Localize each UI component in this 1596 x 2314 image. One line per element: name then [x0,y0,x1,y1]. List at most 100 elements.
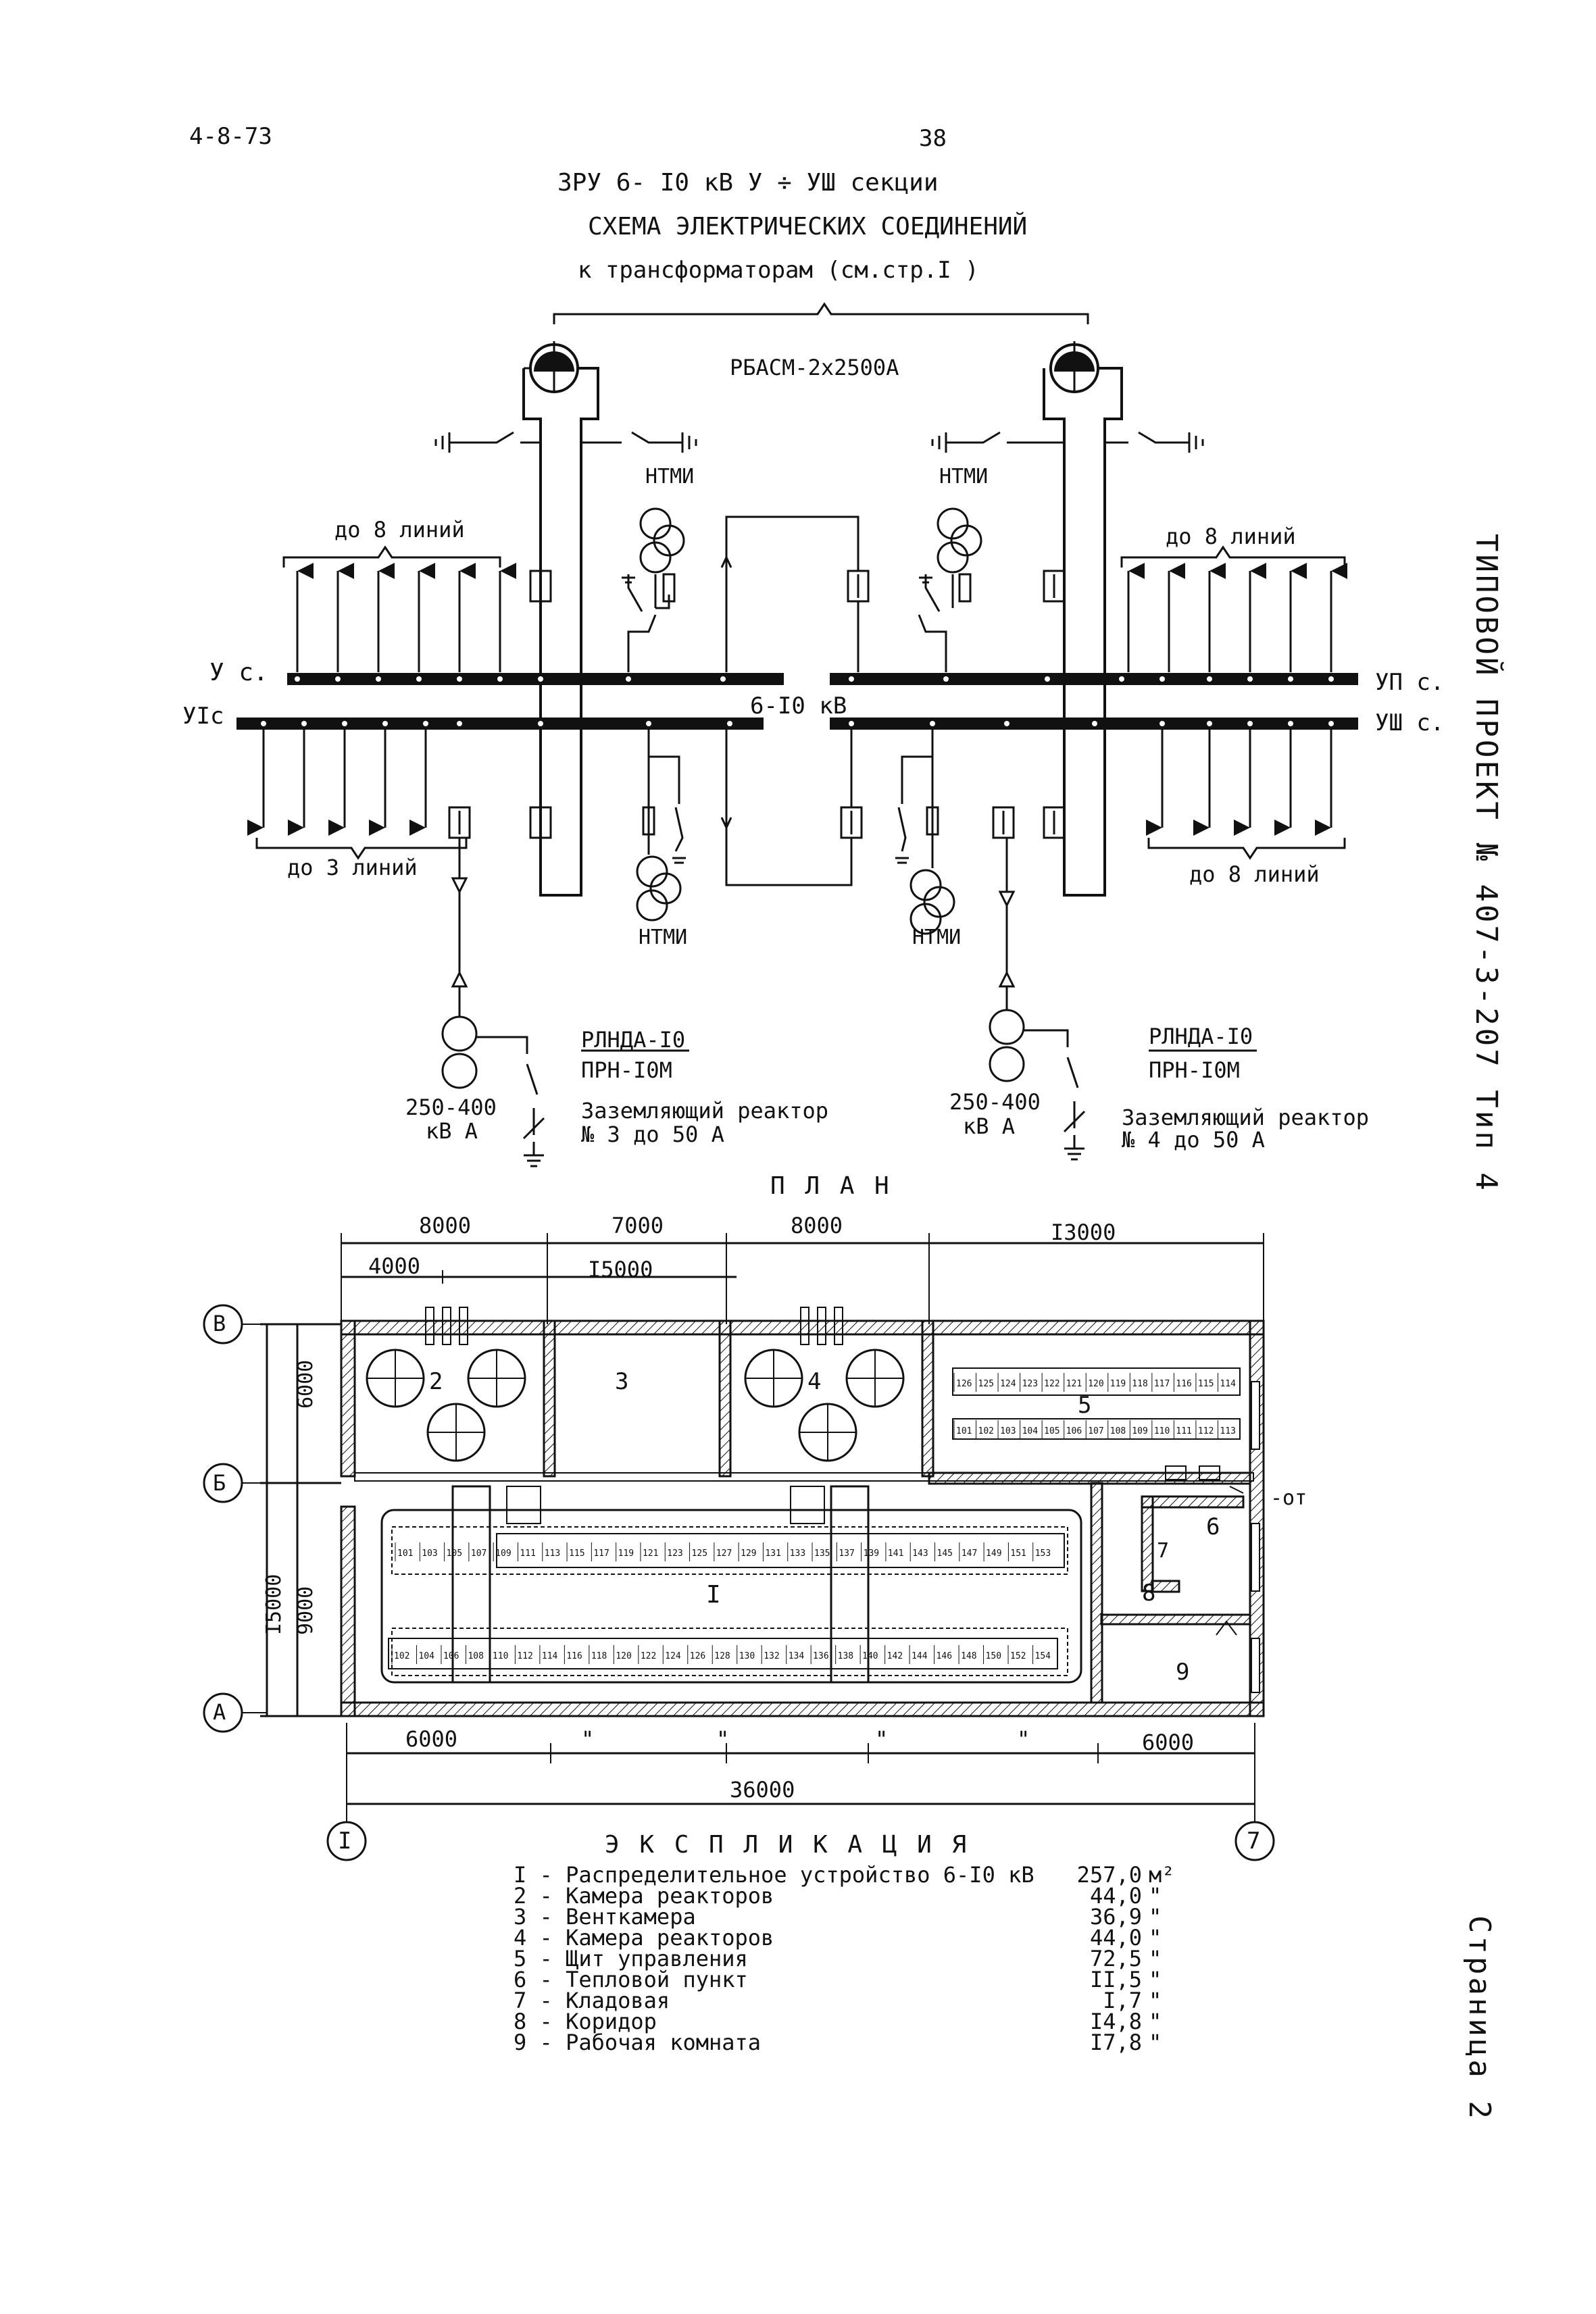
from-label: -от [1270,1486,1307,1510]
explication-item: I - Распределительное устройство 6-I0 кВ… [514,1862,1189,1888]
title-line3: к трансформаторам (см.стр.I ) [578,257,979,284]
cell-137: 137 [839,1549,854,1559]
sidebar-page: Страница 2 [1462,1915,1497,2121]
explication-item-label: 5 - Щит управления [514,1946,748,1971]
panel-cell-102: 102 [978,1426,994,1436]
explication-item-value: 257,0 [1076,1862,1142,1888]
explication-item-value: 36,9 [1089,1904,1142,1930]
cell-147: 147 [962,1549,977,1559]
explication-item-unit: м² [1149,1862,1175,1888]
explication-item-label: 4 - Камера реакторов [514,1925,774,1951]
cell-138: 138 [838,1651,853,1661]
explication-item-unit: " [1149,2030,1162,2055]
panel-cell-103: 103 [1000,1426,1016,1436]
vt-upper-right [918,507,982,672]
cell-102: 102 [394,1651,409,1661]
vt-label-upper-right: НТМИ [939,465,989,488]
explication-item-label: 8 - Коридор [514,2009,657,2034]
explication-item-unit: " [1149,1946,1162,1971]
right-reactor-line2: № 4 до 50 А [1122,1127,1265,1153]
right-device-top: РЛНДА-I0 [1149,1024,1253,1049]
dim-top2-1: 4000 [368,1253,421,1279]
cell-101: 101 [397,1549,413,1559]
explication-item-label: 3 - Венткамера [514,1904,696,1930]
panel-cell-115: 115 [1198,1379,1214,1389]
room-label-4: 4 [807,1368,822,1395]
dim-bottom-2: " [581,1726,595,1752]
dim-left-2: 9000 [294,1586,318,1635]
panel-cell-125: 125 [978,1379,994,1389]
explication-item-unit: " [1149,1967,1162,1992]
plan-title: П Л А Н [770,1172,892,1200]
explication-item-value: 44,0 [1089,1925,1142,1951]
left-device-bottom: ПРН-I0М [581,1057,672,1083]
explication-item-value: I4,8 [1089,2009,1142,2034]
right-reactor-line1: Заземляющий реактор [1122,1105,1370,1130]
feeders-up-left [296,563,516,672]
title-line1: ЗРУ 6- I0 кВ У ÷ УШ секции [557,169,939,197]
room-label-6: 6 [1206,1513,1220,1540]
dim-top-1: 8000 [419,1213,472,1238]
explication-item-label: 6 - Тепловой пункт [514,1967,748,1992]
axis-label-B: В [213,1311,226,1336]
room-label-5: 5 [1078,1392,1092,1419]
panel-cell-120: 120 [1088,1379,1103,1389]
cell-119: 119 [618,1549,634,1559]
panel-cell-123: 123 [1022,1379,1038,1389]
panel-cell-107: 107 [1088,1426,1103,1436]
dim-bottom-1: 6000 [405,1726,458,1752]
left-busduct [522,341,599,897]
cell-112: 112 [517,1651,532,1661]
explication-item-label: 7 - Кладовая [514,1988,670,2013]
cell-129: 129 [741,1549,756,1559]
cell-123: 123 [667,1549,682,1559]
room-label-7: 7 [1157,1539,1170,1563]
vt-label-lower-left: НТМИ [639,926,688,949]
cell-126: 126 [690,1651,705,1661]
section-7-label: УП с. [1375,669,1445,696]
panel-cell-112: 112 [1198,1426,1214,1436]
room-label-1: I [706,1581,721,1609]
lines-label-lower-left: до 3 линий [287,855,418,880]
feeders-down-left [247,730,427,836]
cell-134: 134 [789,1651,805,1661]
cell-116: 116 [566,1651,582,1661]
panel-cell-114: 114 [1220,1379,1236,1389]
axis-label-7: 7 [1247,1828,1261,1855]
cell-118: 118 [591,1651,607,1661]
panel-cell-119: 119 [1110,1379,1126,1389]
cell-110: 110 [493,1651,508,1661]
explication-item-value: I,7 [1103,1988,1142,2013]
cell-111: 111 [520,1549,535,1559]
explication-item-label: 2 - Камера реакторов [514,1883,774,1909]
feeders-down-right [1146,730,1332,836]
grounding-branch-left [441,838,545,1167]
dim-top-3: 8000 [791,1213,843,1238]
breakers [448,570,1066,839]
panel-cell-109: 109 [1132,1426,1147,1436]
cell-122: 122 [641,1651,656,1661]
explication-item-label: I - Распределительное устройство 6-I0 кВ [514,1862,1034,1888]
dim-top-2: 7000 [612,1213,664,1238]
cell-128: 128 [714,1651,730,1661]
explication-item-value: 72,5 [1089,1946,1142,1971]
section-6-label: УIс [182,703,224,730]
lines-label-lower-right: до 8 линий [1189,861,1320,887]
cell-144: 144 [912,1651,928,1661]
axis-label-1: I [338,1828,352,1855]
right-transformer-unit: кВ А [963,1113,1016,1139]
explication-item-value: 44,0 [1089,1883,1142,1909]
left-reactor-line1: Заземляющий реактор [581,1098,829,1124]
cell-104: 104 [418,1651,434,1661]
explication-item-unit: " [1149,1883,1162,1909]
cell-141: 141 [888,1549,903,1559]
section-5-label: У с. [209,659,268,686]
right-busduct [1043,341,1123,897]
cell-114: 114 [542,1651,558,1661]
explication-item-unit: " [1149,2009,1162,2034]
right-transformer-rating: 250-400 [949,1089,1041,1115]
